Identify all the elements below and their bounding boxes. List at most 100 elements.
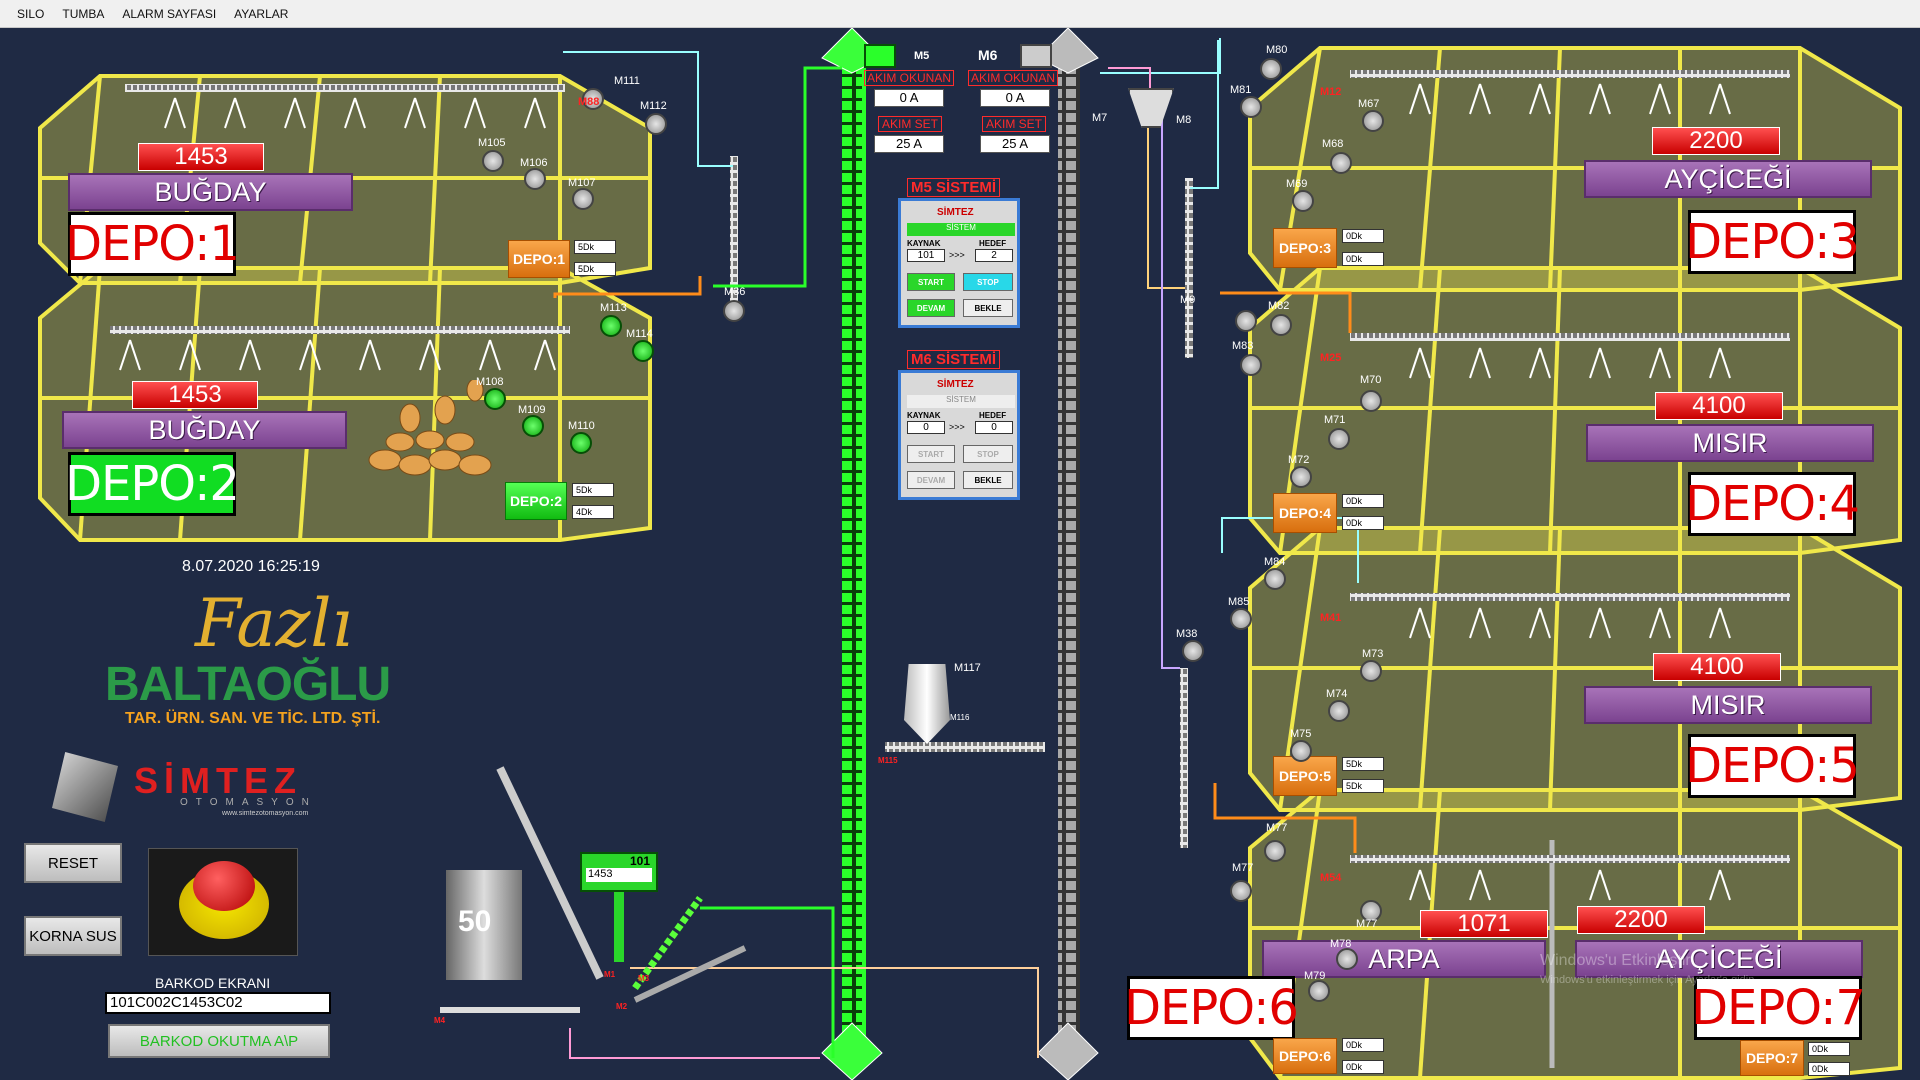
depo1-time1[interactable]: 5Dk [574, 240, 616, 254]
m6-stop-button[interactable]: STOP [963, 445, 1013, 463]
fan-icon[interactable] [1260, 58, 1282, 80]
m6-current-set[interactable]: 25 A [980, 135, 1050, 153]
hopper-chute [614, 892, 624, 962]
depo7-time1[interactable]: 0Dk [1808, 1042, 1850, 1056]
emergency-button[interactable] [148, 848, 298, 956]
fan-icon[interactable] [1292, 190, 1314, 212]
fan-icon[interactable] [570, 432, 592, 454]
depo6-time1[interactable]: 0Dk [1342, 1038, 1384, 1052]
fan-icon[interactable] [723, 300, 745, 322]
menu-tumba[interactable]: TUMBA [62, 6, 105, 21]
menu-alarm[interactable]: ALARM SAYFASI [122, 6, 217, 21]
fan-icon[interactable] [1336, 948, 1358, 970]
m6-start-button[interactable]: START [907, 445, 955, 463]
depo7-label[interactable]: DEPO:7 [1691, 976, 1866, 1040]
m5-current-set[interactable]: 25 A [874, 135, 944, 153]
fan-icon[interactable] [1360, 660, 1382, 682]
depo3-time1[interactable]: 0Dk [1342, 229, 1384, 243]
m6-motor-icon[interactable] [1020, 44, 1052, 68]
fan-icon[interactable] [1270, 314, 1292, 336]
fan-icon[interactable] [484, 388, 506, 410]
m5-wait-button[interactable]: BEKLE [963, 299, 1013, 317]
fan-icon[interactable] [1362, 110, 1384, 132]
fan-icon[interactable] [1264, 568, 1286, 590]
depo6-label[interactable]: DEPO:6 [1124, 976, 1299, 1040]
fan-icon[interactable] [645, 113, 667, 135]
depo3-button[interactable]: DEPO:3 [1273, 228, 1337, 268]
menu-settings[interactable]: AYARLAR [234, 6, 289, 21]
depo4-button[interactable]: DEPO:4 [1273, 493, 1337, 533]
fan-icon[interactable] [582, 88, 604, 110]
depo6-time2[interactable]: 0Dk [1342, 1060, 1384, 1074]
fan-icon[interactable] [600, 315, 622, 337]
depo2-time1[interactable]: 5Dk [572, 483, 614, 497]
menu-silo[interactable]: SILO [17, 6, 45, 21]
m5-start-button[interactable]: START [907, 273, 955, 291]
fan-icon[interactable] [572, 188, 594, 210]
m5-stop-button[interactable]: STOP [963, 273, 1013, 291]
depo2-button[interactable]: DEPO:2 [505, 482, 567, 520]
fan-icon[interactable] [1235, 310, 1257, 332]
fan-icon[interactable] [1308, 980, 1330, 1002]
fan-icon[interactable] [1240, 96, 1262, 118]
depo2-time2[interactable]: 4Dk [572, 505, 614, 519]
fan-icon[interactable] [1290, 466, 1312, 488]
barcode-toggle-button[interactable]: BARKOD OKUTMA A\P [108, 1024, 330, 1058]
reset-button[interactable]: RESET [24, 843, 122, 883]
m6-wait-button[interactable]: BEKLE [963, 471, 1013, 489]
fan-icon[interactable] [1360, 900, 1382, 922]
m5-current-read: 0 A [874, 89, 944, 107]
depo5-time2[interactable]: 5Dk [1342, 779, 1384, 793]
m5-motor-icon[interactable] [864, 44, 896, 68]
depo5-product: MISIR [1584, 686, 1872, 724]
fan-icon[interactable] [1182, 640, 1204, 662]
fan-icon[interactable] [1230, 608, 1252, 630]
depo3-label[interactable]: DEPO:3 [1685, 210, 1860, 274]
depo4-time1[interactable]: 0Dk [1342, 494, 1384, 508]
depo3-time2[interactable]: 0Dk [1342, 252, 1384, 266]
m6-continue-button[interactable]: DEVAM [907, 471, 955, 489]
hopper-value: 1453 [586, 868, 652, 882]
motor-label: M80 [1266, 44, 1288, 56]
fan-icon[interactable] [1360, 390, 1382, 412]
fan-icon[interactable] [524, 168, 546, 190]
fan-icon[interactable] [482, 150, 504, 172]
dryer-silo-icon[interactable] [446, 870, 522, 980]
emergency-stop-icon [193, 861, 255, 911]
m5-target[interactable]: 2 [975, 249, 1013, 262]
fan-icon[interactable] [1264, 840, 1286, 862]
fan-icon[interactable] [522, 415, 544, 437]
depo5-time1[interactable]: 5Dk [1342, 757, 1384, 771]
hopper-code: 101 [630, 854, 651, 868]
m6-target[interactable]: 0 [975, 421, 1013, 434]
depo7-button[interactable]: DEPO:7 [1740, 1040, 1804, 1076]
fan-icon[interactable] [1290, 740, 1312, 762]
fan-icon[interactable] [1330, 152, 1352, 174]
depo4-label[interactable]: DEPO:4 [1685, 472, 1860, 536]
horn-mute-button[interactable]: KORNA SUS [24, 916, 122, 956]
m5-status: SİSTEM [907, 223, 1015, 236]
m6-current-read: 0 A [980, 89, 1050, 107]
intake-hopper[interactable]: 101 1453 [580, 852, 658, 892]
depo1-label[interactable]: DEPO:1 [65, 212, 240, 276]
depo2-label[interactable]: DEPO:2 [65, 452, 240, 516]
fan-icon[interactable] [1328, 700, 1350, 722]
depo5-button[interactable]: DEPO:5 [1273, 756, 1337, 796]
fan-icon[interactable] [1328, 428, 1350, 450]
m5-source[interactable]: 101 [907, 249, 945, 262]
fan-icon[interactable] [632, 340, 654, 362]
depo6-product: ARPA [1262, 940, 1546, 978]
m5-source-label: KAYNAK [907, 239, 941, 248]
depo7-time2[interactable]: 0Dk [1808, 1062, 1850, 1076]
depo4-time2[interactable]: 0Dk [1342, 516, 1384, 530]
depo5-label[interactable]: DEPO:5 [1685, 734, 1860, 798]
m6-source[interactable]: 0 [907, 421, 945, 434]
depo1-time2[interactable]: 5Dk [574, 262, 616, 276]
depo1-count: 1453 [138, 143, 264, 171]
m5-continue-button[interactable]: DEVAM [907, 299, 955, 317]
barcode-input[interactable]: 101C002C1453C02 [105, 992, 331, 1014]
depo6-button[interactable]: DEPO:6 [1273, 1038, 1337, 1074]
depo1-button[interactable]: DEPO:1 [508, 240, 570, 278]
fan-icon[interactable] [1230, 880, 1252, 902]
fan-icon[interactable] [1240, 354, 1262, 376]
